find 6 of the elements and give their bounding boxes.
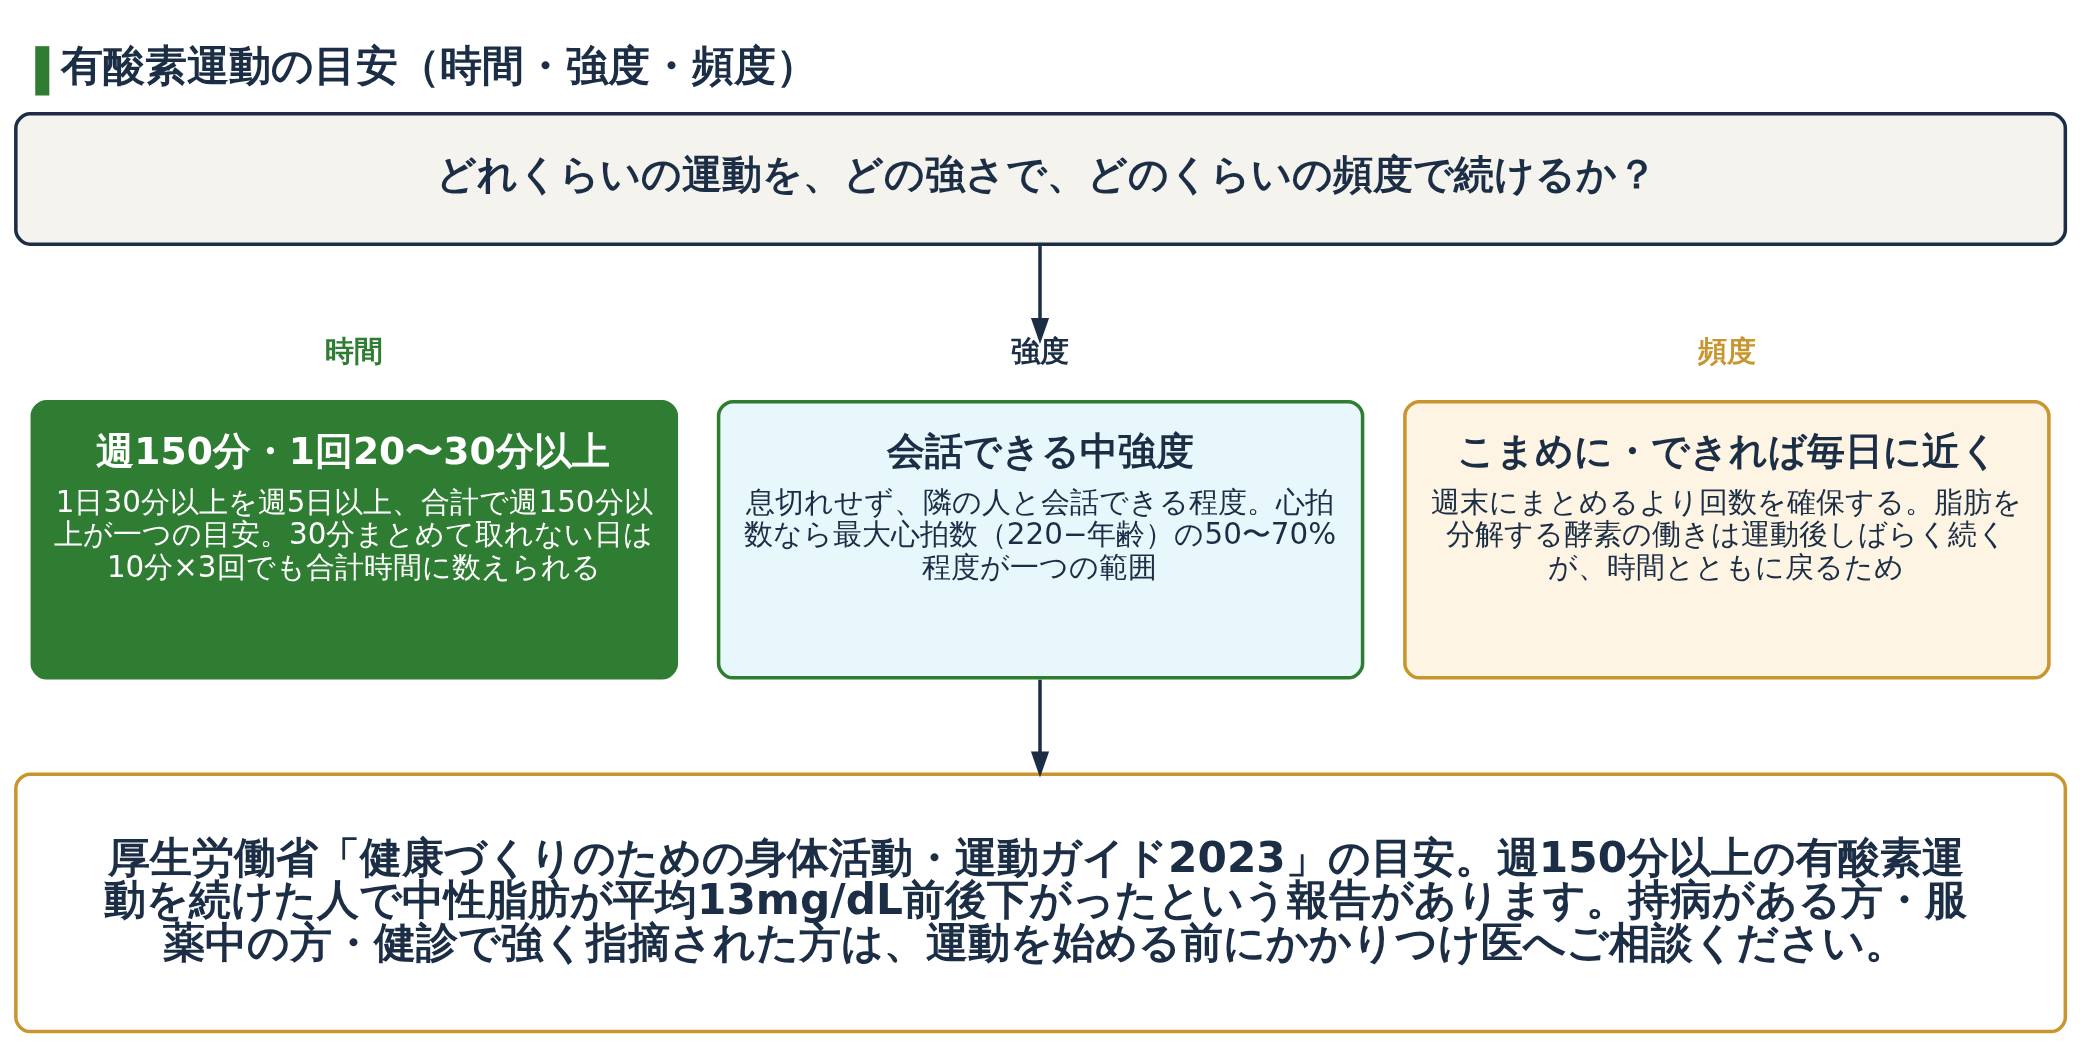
arrow (1030, 245, 1050, 344)
node-label: 時間 (324, 333, 383, 368)
arrow (1030, 679, 1050, 778)
node-label: 頻度 (1697, 333, 1756, 368)
node-label: 強度 (1011, 333, 1070, 368)
diagram-title: 有酸素運動の目安（時間・強度・頻度） (61, 40, 819, 90)
